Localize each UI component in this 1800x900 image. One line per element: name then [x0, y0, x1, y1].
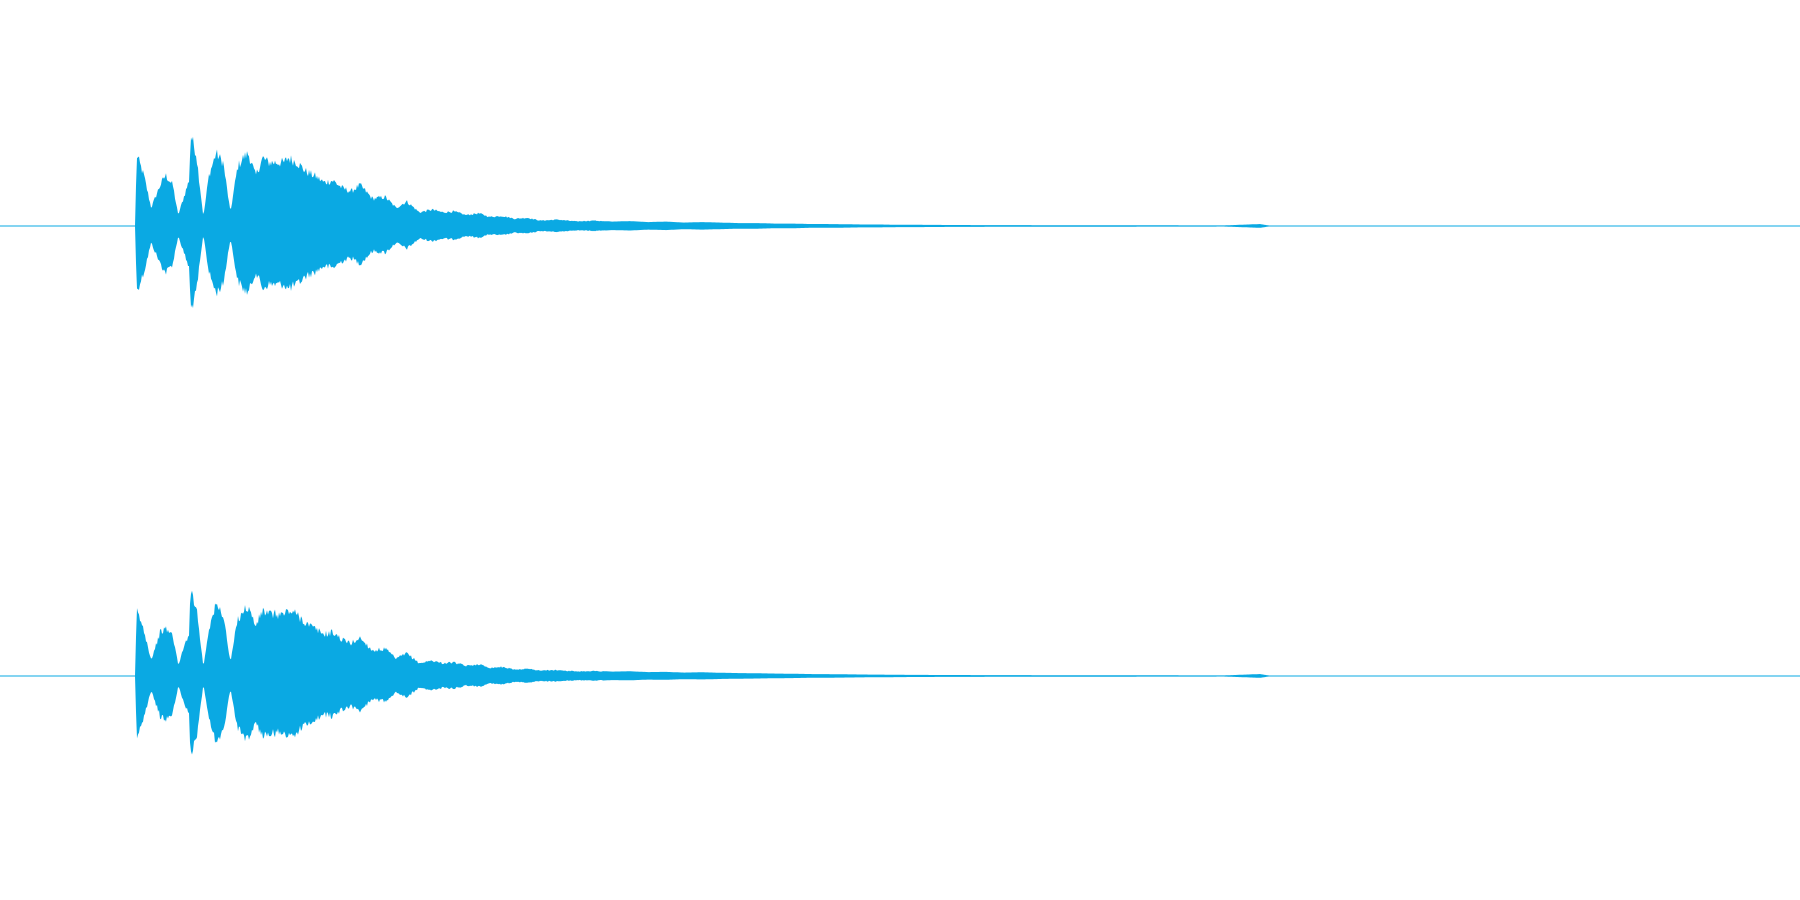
- channels-group: [0, 136, 1800, 755]
- channel-left-waveform: [0, 136, 1800, 309]
- channel-right: [0, 590, 1800, 755]
- channel-right-waveform: [0, 590, 1800, 755]
- channel-left: [0, 136, 1800, 309]
